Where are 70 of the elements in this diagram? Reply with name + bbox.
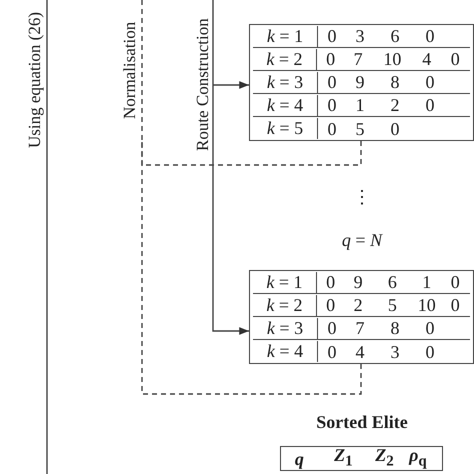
table-cell-text: 0 <box>326 72 338 92</box>
table-cell-text: 6 <box>386 272 398 292</box>
table-cell-text: 1 <box>354 95 366 115</box>
table-row <box>253 317 470 340</box>
column-header: Z$_{1}$ <box>333 445 354 472</box>
table-row <box>253 94 470 117</box>
table-cell-text: 0 <box>424 342 436 362</box>
table-cell-text: 9 <box>354 72 366 92</box>
table-cell-text: 10 <box>416 295 437 315</box>
table-cell-text: 4 <box>354 342 366 362</box>
table-cell: k = 5 <box>253 118 318 139</box>
connector <box>141 140 362 166</box>
table-cell-text: 2 <box>390 95 400 115</box>
table-cell-text: 1 <box>421 272 432 292</box>
connector <box>141 140 362 395</box>
table-cell: k = 2 <box>253 294 317 316</box>
table-cell-text: 0 <box>326 95 338 115</box>
table-cell-text: 0 <box>326 118 338 138</box>
table-cell-text: 6 <box>390 26 400 46</box>
table-row <box>253 294 470 317</box>
step-label: Using equation (26) <box>22 0 47 160</box>
table-cell-text: 0 <box>450 272 461 292</box>
table-cell-text: 0 <box>450 295 461 315</box>
table-cell-text: 0 <box>325 295 336 315</box>
table-cell-text: 7 <box>352 49 364 69</box>
table-row <box>253 25 470 48</box>
table-cell-text: 9 <box>352 272 364 292</box>
table-cell: k = 4 <box>253 94 318 116</box>
table-cell-text: 10 <box>382 49 402 69</box>
table-cell-text: 3 <box>354 26 366 46</box>
ellipsis: ⋮ <box>353 187 371 207</box>
connector <box>213 81 249 89</box>
table-cell: k = 3 <box>253 318 318 338</box>
column-header: ρ$_{q}$ <box>408 445 428 472</box>
caption-label: q = N <box>342 230 382 250</box>
data-table <box>249 270 474 364</box>
table-row <box>253 271 470 294</box>
table-cell-text: 7 <box>354 318 366 338</box>
table-cell-text: 0 <box>424 318 436 338</box>
table-cell-text: 0 <box>326 342 338 362</box>
table-cell-text: 0 <box>424 95 436 115</box>
table-title: Sorted Elite <box>316 412 408 432</box>
column-header: Z$_{2}$ <box>374 445 395 472</box>
table-cell-text: 0 <box>424 72 436 92</box>
table-cell: k = 4 <box>253 341 318 362</box>
table-cell-text: 0 <box>326 26 338 46</box>
table-cell-text: 0 <box>326 318 338 338</box>
table-cell-text: 0 <box>450 49 461 69</box>
column-header: q <box>294 448 305 468</box>
table-cell-text: 8 <box>390 72 400 92</box>
data-table <box>249 24 474 141</box>
table-cell-text: 5 <box>354 118 366 138</box>
table-cell-text: 5 <box>386 295 398 315</box>
table-cell: k = 1 <box>253 272 317 292</box>
step-label: Route Construction <box>193 0 213 170</box>
table-cell-text: 0 <box>325 49 336 69</box>
table-row <box>253 71 470 94</box>
table-cell-text: 0 <box>424 26 436 46</box>
table-cell-text: 8 <box>390 318 400 338</box>
table-cell: k = 1 <box>253 26 318 46</box>
step-label: Normalisation <box>118 0 142 140</box>
table-row <box>253 48 470 71</box>
table-cell-text: 3 <box>390 342 400 362</box>
table-cell-text: 0 <box>390 118 400 138</box>
table-cell-text: 4 <box>421 49 432 69</box>
connector <box>212 170 249 335</box>
table-cell: k = 3 <box>253 72 318 92</box>
table-cell: k = 2 <box>253 48 317 70</box>
table-cell-text: 2 <box>352 295 364 315</box>
table-cell-text: 0 <box>325 272 336 292</box>
